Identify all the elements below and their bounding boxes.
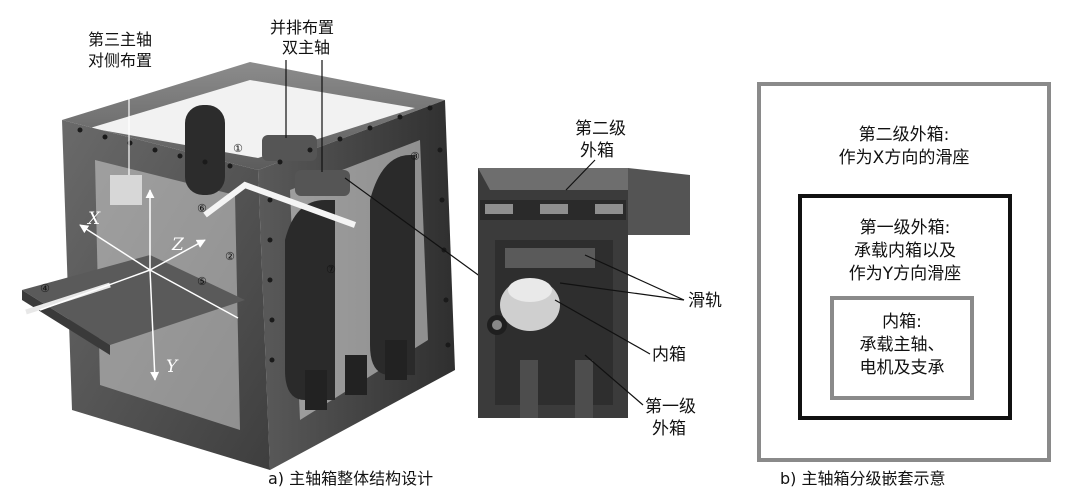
inner-box-frame (830, 296, 974, 400)
rail-leader-b (559, 282, 685, 301)
inner-box-leader (554, 299, 651, 355)
detail-connector (344, 177, 493, 286)
frame-holes (77, 105, 451, 363)
lower-window-1 (305, 370, 327, 410)
dual-spindle-line1: 并排布置 (270, 18, 334, 37)
marker-3: ③ (410, 150, 420, 163)
interior-pipe (203, 181, 357, 228)
marker-1: ① (233, 142, 243, 155)
column-leg-right (575, 360, 593, 418)
axis-diagonal (149, 269, 239, 319)
y-axis-arrow (149, 269, 160, 381)
detail-column (478, 168, 690, 418)
middle-box-line1: 第一级外箱: (860, 218, 951, 238)
chain-guide-front (285, 200, 335, 400)
spindle-b (295, 170, 350, 196)
inner-box-line1: 内箱: (882, 312, 922, 332)
second-box-top (478, 168, 640, 190)
marker-4: ④ (40, 282, 50, 295)
caption-b: b) 主轴箱分级嵌套示意 (780, 469, 946, 488)
third-spindle-line1: 第三主轴 (88, 30, 152, 49)
second-box-leader (565, 159, 596, 191)
callout-inner-box: 内箱 (554, 299, 686, 365)
caption-a: a) 主轴箱整体结构设计 (268, 469, 433, 488)
cube-top-opening (90, 80, 415, 158)
middle-box-frame (798, 194, 1012, 420)
second-box-line2: 外箱 (580, 141, 614, 161)
nesting-diagram: 第二级外箱: 作为X方向的滑座 第一级外箱: 承载内箱以及 作为Y方向滑座 内箱… (757, 82, 1051, 462)
third-spindle-block (110, 175, 142, 205)
outer-box-frame (757, 82, 1051, 462)
callout-second-box: 第二级 外箱 (565, 119, 626, 191)
lower-window-3 (385, 340, 407, 380)
rail-blocks (485, 204, 623, 214)
callout-third-spindle: 第三主轴 对侧布置 (88, 30, 152, 175)
marker-2: ② (225, 250, 235, 263)
marker-6: ⑥ (197, 202, 207, 215)
x-axis-arrow (79, 224, 151, 271)
spindle-a (262, 135, 317, 161)
middle-box-line3: 作为Y方向滑座 (849, 264, 961, 284)
coordinate-axes: X Y Z (39, 189, 239, 381)
outer-box-line1: 第二级外箱: (859, 125, 950, 145)
z-axis-arrow (149, 239, 206, 271)
first-box-line2: 外箱 (652, 419, 686, 439)
x-axis-tail (39, 269, 151, 311)
outer-box-line2: 作为X方向的滑座 (839, 148, 970, 168)
lower-window-2 (345, 355, 367, 395)
chain-guide-back (185, 105, 225, 195)
spindle-nose-core (492, 320, 502, 330)
axis-z-label: Z (171, 235, 185, 255)
third-spindle-line2: 对侧布置 (88, 51, 152, 70)
marker-7: ⑦ (326, 263, 336, 276)
part-markers: ① ② ③ ④ ⑤ ⑥ ⑦ (40, 142, 420, 295)
callout-first-box: 第一级 外箱 (584, 354, 696, 439)
machine-cube (22, 62, 455, 470)
column-leg-left (520, 360, 538, 418)
dual-spindle-line2: 双主轴 (282, 38, 330, 57)
second-box-line1: 第二级 (575, 119, 626, 139)
second-box-flange (628, 168, 690, 235)
first-box-line1: 第一级 (645, 397, 696, 417)
inner-box-spindle-cap (508, 278, 552, 302)
first-box-slide (505, 248, 595, 268)
rail-leader-a (584, 254, 685, 301)
callout-rail: 滑轨 (559, 254, 722, 311)
first-box-leader (584, 354, 644, 406)
marker-5: ⑤ (197, 275, 207, 288)
middle-box-line2: 承载内箱以及 (854, 241, 956, 261)
axis-y-label: Y (166, 357, 179, 377)
chain-guide-right (370, 155, 415, 375)
inner-box-label: 内箱 (652, 345, 686, 365)
callout-dual-spindle: 并排布置 双主轴 (270, 18, 334, 172)
axis-x-label: X (86, 209, 101, 229)
inner-box-line2: 承载主轴、 (860, 335, 945, 355)
x-rail-beam (22, 255, 245, 345)
rail-label: 滑轨 (688, 291, 722, 311)
inner-box-line3: 电机及支承 (860, 358, 945, 378)
